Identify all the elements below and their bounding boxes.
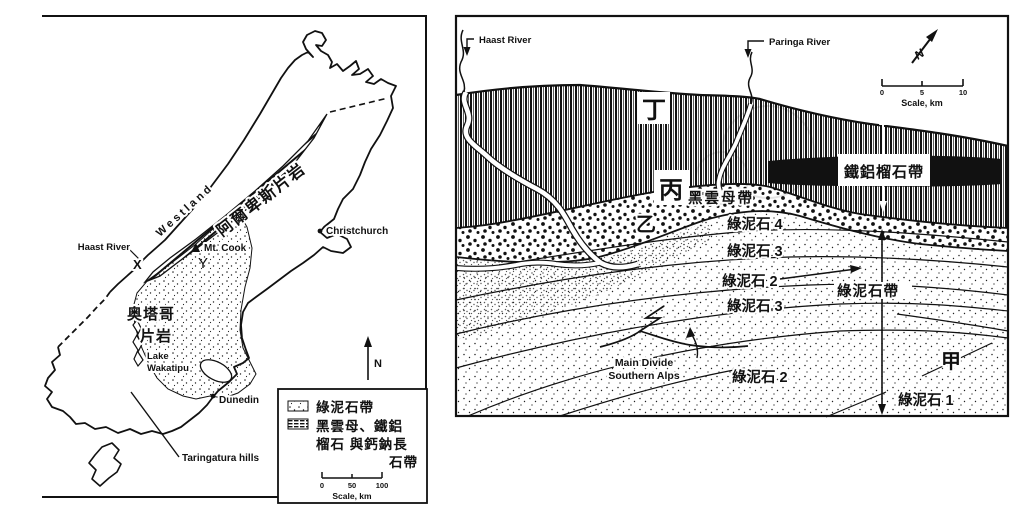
- main-divide-label-1: Main Divide: [615, 357, 674, 369]
- chlorite-measure-arrow-bottom: [878, 404, 886, 415]
- scale-units: Scale, km: [901, 98, 943, 108]
- scale-10: 10: [959, 88, 967, 97]
- alpine-schist-label: 阿爾卑斯片岩: [213, 159, 310, 240]
- paringa-label-bracket: [747, 40, 764, 52]
- dunedin-label: Dunedin: [219, 395, 259, 406]
- scale-5: 5: [920, 88, 924, 97]
- paringa-river-upper-course: [747, 51, 753, 105]
- fiordland-dashed-coast: [57, 291, 111, 348]
- main-divide-arrow-head: [686, 327, 695, 338]
- chlorite-zone-arrow: [779, 268, 857, 280]
- north-arrow-head: [364, 336, 372, 347]
- main-divide-line: [599, 305, 749, 349]
- haast-tributary-channel: [455, 260, 600, 271]
- lake-label-2: Wakatipu: [147, 363, 189, 374]
- y-marker: Y: [198, 255, 208, 272]
- yi-label: 乙: [636, 214, 656, 236]
- legend-chlorite-label: 綠泥石帶: [316, 399, 374, 415]
- legend-scale-units: Scale, km: [332, 491, 372, 501]
- chlorite2-lower-label: 綠泥石 2: [732, 368, 788, 386]
- legend-scalebar: [321, 472, 383, 479]
- legend-swatch-biotite: [287, 418, 309, 430]
- chlorite-zone-arrow-head: [850, 265, 862, 273]
- biotite-band-area: [456, 184, 1008, 263]
- otago-schist-label-1: 奥塔哥: [127, 305, 175, 323]
- ding-label: 丁: [642, 97, 666, 124]
- north-arrow-head: [926, 29, 938, 42]
- legend-scale-100: 100: [376, 481, 389, 490]
- chlorite3-upper-label: 綠泥石 3: [727, 242, 783, 260]
- bing-box: [654, 170, 689, 205]
- alpine-schist-belt: [142, 113, 328, 284]
- haast-label-arrow-head: [463, 47, 471, 56]
- alpine-fault-dashed: [329, 97, 389, 113]
- chlorite-measure-arrow-top: [878, 229, 886, 240]
- right-panel-border: [454, 14, 1010, 418]
- haast-label-bracket: [466, 38, 474, 50]
- dunedin-ellipse: [199, 359, 233, 383]
- chlorite1-label: 綠泥石 1: [898, 391, 954, 409]
- biotite-band-upper-boundary: [455, 183, 1009, 229]
- coastline: [455, 83, 1009, 148]
- haast-river-pointer: [129, 249, 142, 262]
- stewart-island-outline: [88, 442, 122, 487]
- haast-river-label: Haast River: [78, 242, 131, 253]
- taringatura-label: Taringatura hills: [182, 453, 259, 464]
- x-marker: X: [133, 257, 142, 272]
- mt-cook-label: Mt. Cook: [204, 243, 247, 254]
- taringatura-pointer: [130, 391, 180, 458]
- ding-box: [638, 92, 670, 124]
- scale-0: 0: [880, 88, 884, 97]
- legend-biotite-label-1: 黑雲母、鐵鋁: [316, 418, 403, 434]
- subzone-boundaries: [455, 228, 1009, 418]
- biotite-zone-label: 黑雲母帶: [688, 190, 754, 207]
- garnet-zone-measure-arrow-bottom: [879, 201, 887, 212]
- dunedin-dot: [210, 393, 216, 399]
- right-map-panel: 鐵鋁榴石帶 N 0 5 10 Scale, km Haast River Par…: [454, 14, 1010, 418]
- christchurch-dot: [317, 228, 323, 234]
- bing-label: 丙: [659, 177, 683, 204]
- paringa-river-channel: [716, 103, 753, 199]
- lake-label-1: Lake: [147, 351, 169, 362]
- haast-river-channel: [461, 90, 639, 270]
- legend-biotite-label-3: 石帶: [388, 455, 418, 470]
- legend-scale-50: 50: [348, 481, 356, 490]
- chlorite2-upper-label: 綠泥石 2: [722, 272, 778, 290]
- paringa-label-arrow-head: [744, 49, 752, 58]
- paringa-river-label: Paringa River: [769, 37, 831, 48]
- garnet-zone-label: 鐵鋁榴石帶: [844, 163, 924, 181]
- haast-river-label: Haast River: [479, 35, 532, 46]
- chlorite-medium-stipple-area: [456, 221, 718, 340]
- garnet-label-box: [838, 154, 930, 186]
- left-map-panel: N Westland 阿爾卑斯片岩 Haast River Mt. Cook C…: [42, 15, 428, 504]
- mt-cook-peak-icon: [191, 243, 200, 252]
- chlorite3-lower-label: 綠泥石 3: [727, 297, 783, 315]
- lake-wakatipu-shape: [132, 318, 144, 368]
- scalebar: [881, 79, 964, 87]
- chlorite-zone-label: 綠泥石帶: [837, 282, 899, 300]
- north-label: N: [374, 358, 382, 370]
- chlorite4-label: 綠泥石 4: [727, 215, 783, 233]
- chlorite-zone-label-box: [834, 282, 912, 299]
- south-island-outline: [44, 30, 397, 435]
- christchurch-label: Christchurch: [326, 226, 388, 237]
- legend-scale-0: 0: [320, 481, 324, 490]
- haast-river-upper-course: [459, 29, 466, 93]
- legend-biotite-label-2: 榴石 與鈣鈉長: [316, 436, 408, 452]
- garnet-zone-measure-arrow-top: [879, 114, 887, 125]
- main-divide-label-2: Southern Alps: [608, 370, 680, 382]
- jia-label: 甲: [941, 351, 961, 373]
- legend-swatch-chlorite: [287, 400, 309, 412]
- otago-schist-label-2: 片岩: [140, 327, 172, 345]
